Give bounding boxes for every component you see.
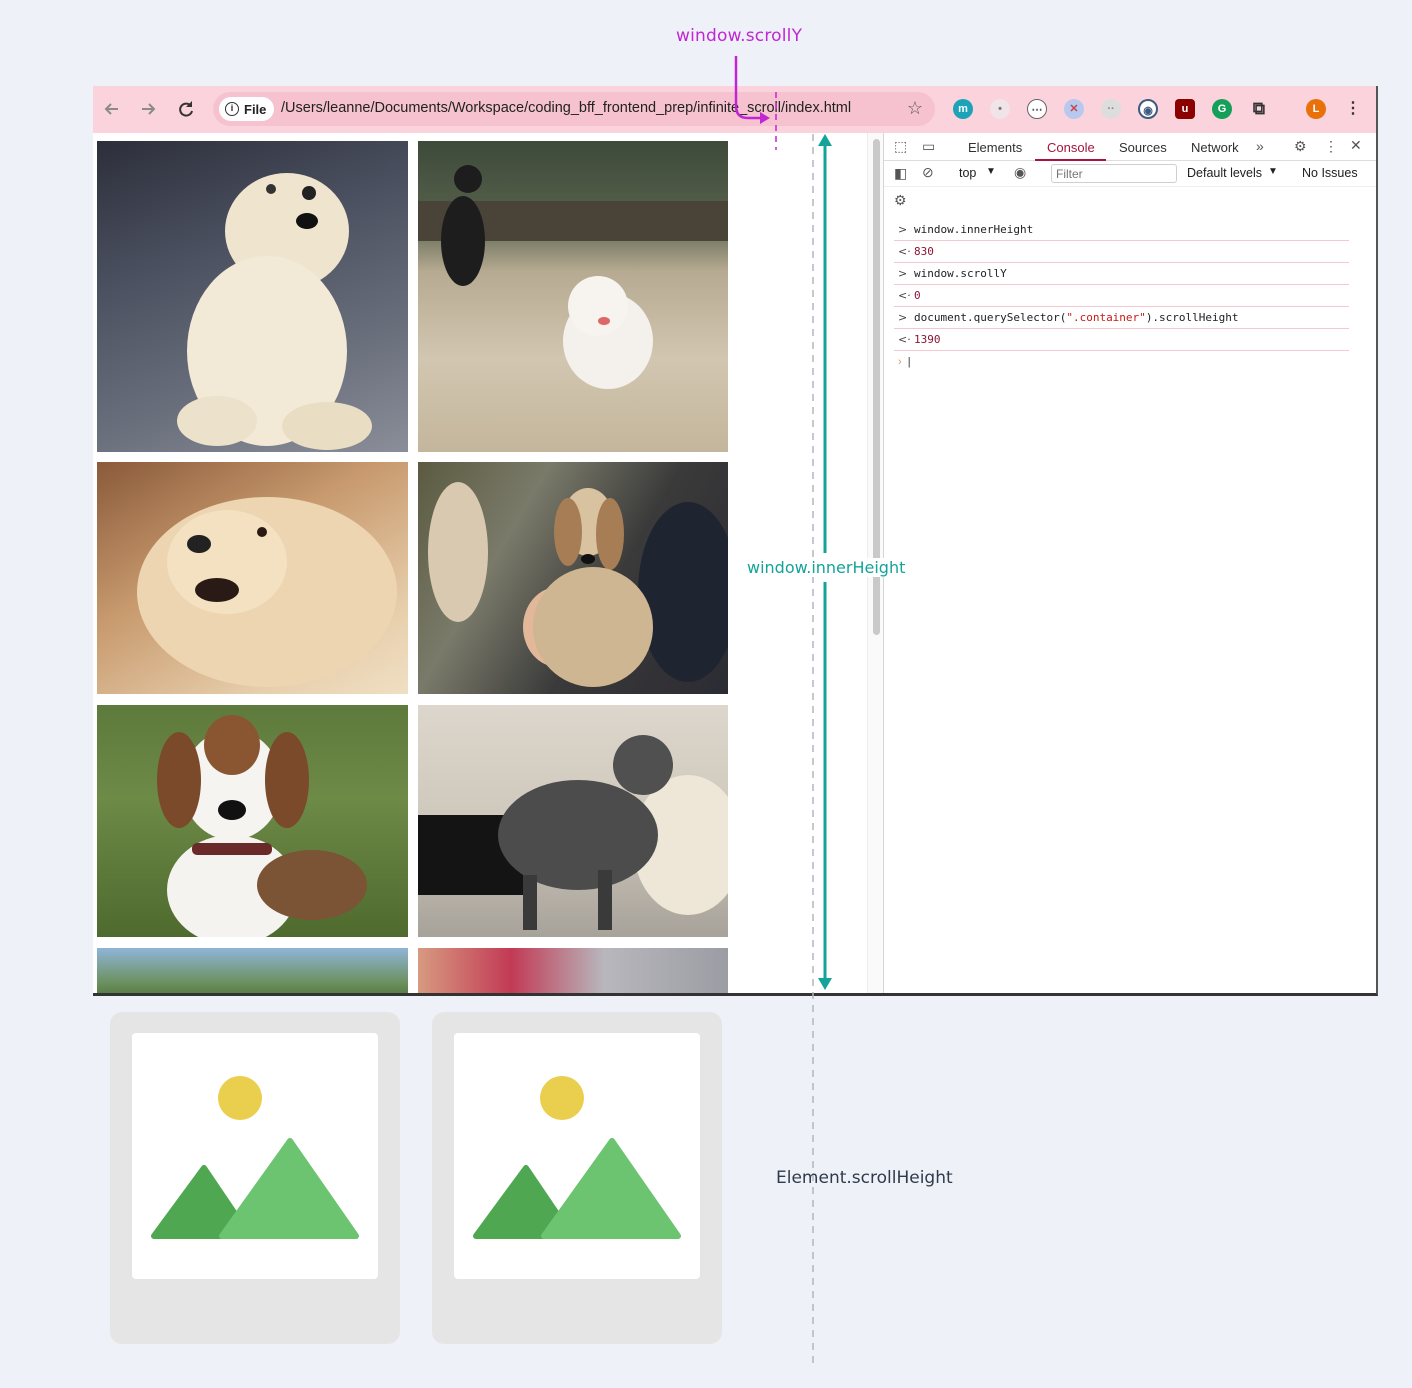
more-tabs-icon[interactable]: » xyxy=(1256,138,1264,154)
console-input-text: window.innerHeight xyxy=(914,223,1034,236)
arrow-right-icon xyxy=(142,103,156,115)
devtools-panel: ⬚ ▭ Elements Console Sources Network » ⚙… xyxy=(883,133,1376,993)
console-input-row: > document.querySelector(".container").sc… xyxy=(894,307,1349,329)
extension-code-icon[interactable]: ⋯ xyxy=(1027,99,1047,119)
extension-ublock-icon[interactable]: u xyxy=(1175,99,1195,119)
browser-toolbar: i File /Users/leanne/Documents/Workspace… xyxy=(93,86,1376,133)
devtools-tab-bar: ⬚ ▭ Elements Console Sources Network » ⚙… xyxy=(884,133,1376,161)
tab-network[interactable]: Network xyxy=(1191,140,1239,155)
chevron-down-icon[interactable]: ▼ xyxy=(986,166,996,177)
bookmark-star-icon[interactable]: ☆ xyxy=(906,98,923,118)
more-menu-icon[interactable]: ⋮ xyxy=(1345,100,1361,117)
log-levels-dropdown[interactable]: Default levels xyxy=(1187,166,1263,180)
settings-gear-icon[interactable]: ⚙ xyxy=(1294,138,1307,154)
result-arrow-icon: <· xyxy=(898,245,911,258)
image-placeholder-icon xyxy=(473,1076,681,1239)
prompt-chevron-icon: > xyxy=(898,223,908,236)
tab-elements[interactable]: Elements xyxy=(968,140,1023,155)
image-placeholder-icon xyxy=(151,1076,359,1239)
context-selector[interactable]: top xyxy=(959,166,977,180)
reload-button[interactable] xyxy=(175,98,197,120)
placeholder-card xyxy=(110,1012,400,1344)
site-info-chip[interactable]: i File xyxy=(219,97,275,121)
saluki-dog-image xyxy=(428,482,728,687)
address-bar[interactable]: i File /Users/leanne/Documents/Workspace… xyxy=(213,92,935,126)
dog-photo xyxy=(418,705,728,937)
info-icon: i xyxy=(225,102,239,116)
result-arrow-icon: <· xyxy=(898,333,911,346)
wolfhound-dog-image xyxy=(418,735,728,930)
close-icon[interactable]: ✕ xyxy=(1350,137,1362,153)
console-result-row: <·1390 xyxy=(894,329,1349,351)
extension-face-icon[interactable]: ·· xyxy=(1101,99,1121,119)
extensions-puzzle-icon[interactable]: ⧉ xyxy=(1252,99,1266,118)
park-dogs-image xyxy=(418,165,728,389)
console-result-row: <·830 xyxy=(894,241,1349,263)
console-result-text: 0 xyxy=(914,289,921,302)
console-input-text: document.querySelector( xyxy=(914,311,1067,324)
chevron-down-icon[interactable]: ▼ xyxy=(1268,166,1278,177)
chow-dog-image xyxy=(137,497,397,687)
scroll-height-annotation: Element.scrollHeight xyxy=(776,1168,953,1188)
extension-ghost-icon[interactable]: • xyxy=(990,99,1010,119)
dog-photo xyxy=(97,948,408,993)
console-result-row: <·0 xyxy=(894,285,1349,307)
reload-icon xyxy=(179,101,193,117)
beagle-dog-image xyxy=(157,715,367,937)
url-text[interactable]: /Users/leanne/Documents/Workspace/coding… xyxy=(281,100,852,116)
scrollbar-thumb[interactable] xyxy=(873,139,880,635)
console-input-text: window.scrollY xyxy=(914,267,1007,280)
dog-photo xyxy=(418,462,728,694)
dog-photo xyxy=(418,948,728,993)
prompt-chevron-icon: > xyxy=(898,267,908,280)
console-result-text: 1390 xyxy=(914,333,941,346)
extension-pixel-icon[interactable]: ✕ xyxy=(1064,99,1084,119)
console-toolbar: ◧ ⊘ top ▼ ◉ Default levels ▼ No Issues xyxy=(884,161,1376,187)
active-tab-indicator xyxy=(1035,159,1106,161)
console-filter-input[interactable] xyxy=(1051,164,1177,183)
clear-console-icon[interactable]: ⊘ xyxy=(922,164,934,180)
white-dog-image xyxy=(177,173,372,450)
image-placeholder xyxy=(132,1033,378,1279)
browser-window: i File /Users/leanne/Documents/Workspace… xyxy=(93,86,1378,996)
arrow-left-icon xyxy=(104,103,118,115)
result-arrow-icon: <· xyxy=(898,289,911,302)
inspect-element-icon[interactable]: ⬚ xyxy=(894,138,908,154)
console-input-row: > window.innerHeight xyxy=(894,219,1349,241)
console-string-literal: ".container" xyxy=(1066,311,1146,324)
extension-m-icon[interactable]: m xyxy=(953,99,973,119)
dog-photo xyxy=(418,141,728,452)
device-toolbar-icon[interactable]: ▭ xyxy=(922,138,936,154)
dog-photo xyxy=(97,705,408,937)
site-info-label: File xyxy=(244,101,267,117)
prompt-chevron-icon: > xyxy=(898,311,908,324)
dog-photo xyxy=(97,462,408,694)
tab-sources[interactable]: Sources xyxy=(1119,140,1167,155)
eye-icon[interactable]: ◉ xyxy=(1014,164,1027,180)
console-output: >window.innerHeight <·830 >window.scroll… xyxy=(894,219,1349,373)
dog-photo xyxy=(97,141,408,452)
page-viewport xyxy=(93,133,883,993)
forward-button[interactable] xyxy=(137,98,159,120)
placeholder-card xyxy=(432,1012,722,1344)
image-placeholder xyxy=(454,1033,700,1279)
extension-grammarly-icon[interactable]: G xyxy=(1212,99,1232,119)
console-input-row: > window.scrollY xyxy=(894,263,1349,285)
avatar[interactable]: L xyxy=(1306,99,1326,119)
extension-password-icon[interactable]: ◉ xyxy=(1138,99,1158,119)
back-button[interactable] xyxy=(101,98,123,120)
console-settings-gear-icon[interactable]: ⚙ xyxy=(894,192,907,208)
inner-height-annotation: window.innerHeight xyxy=(745,558,908,577)
issues-counter[interactable]: No Issues xyxy=(1302,166,1358,180)
tab-console[interactable]: Console xyxy=(1047,140,1095,155)
console-input-text: ).scrollHeight xyxy=(1145,311,1239,324)
scrolly-annotation: window.scrollY xyxy=(676,26,803,46)
devtools-menu-icon[interactable]: ⋮ xyxy=(1324,138,1338,154)
sidebar-toggle-icon[interactable]: ◧ xyxy=(894,165,908,181)
console-result-text: 830 xyxy=(914,245,934,258)
console-prompt[interactable]: › | xyxy=(898,356,911,368)
